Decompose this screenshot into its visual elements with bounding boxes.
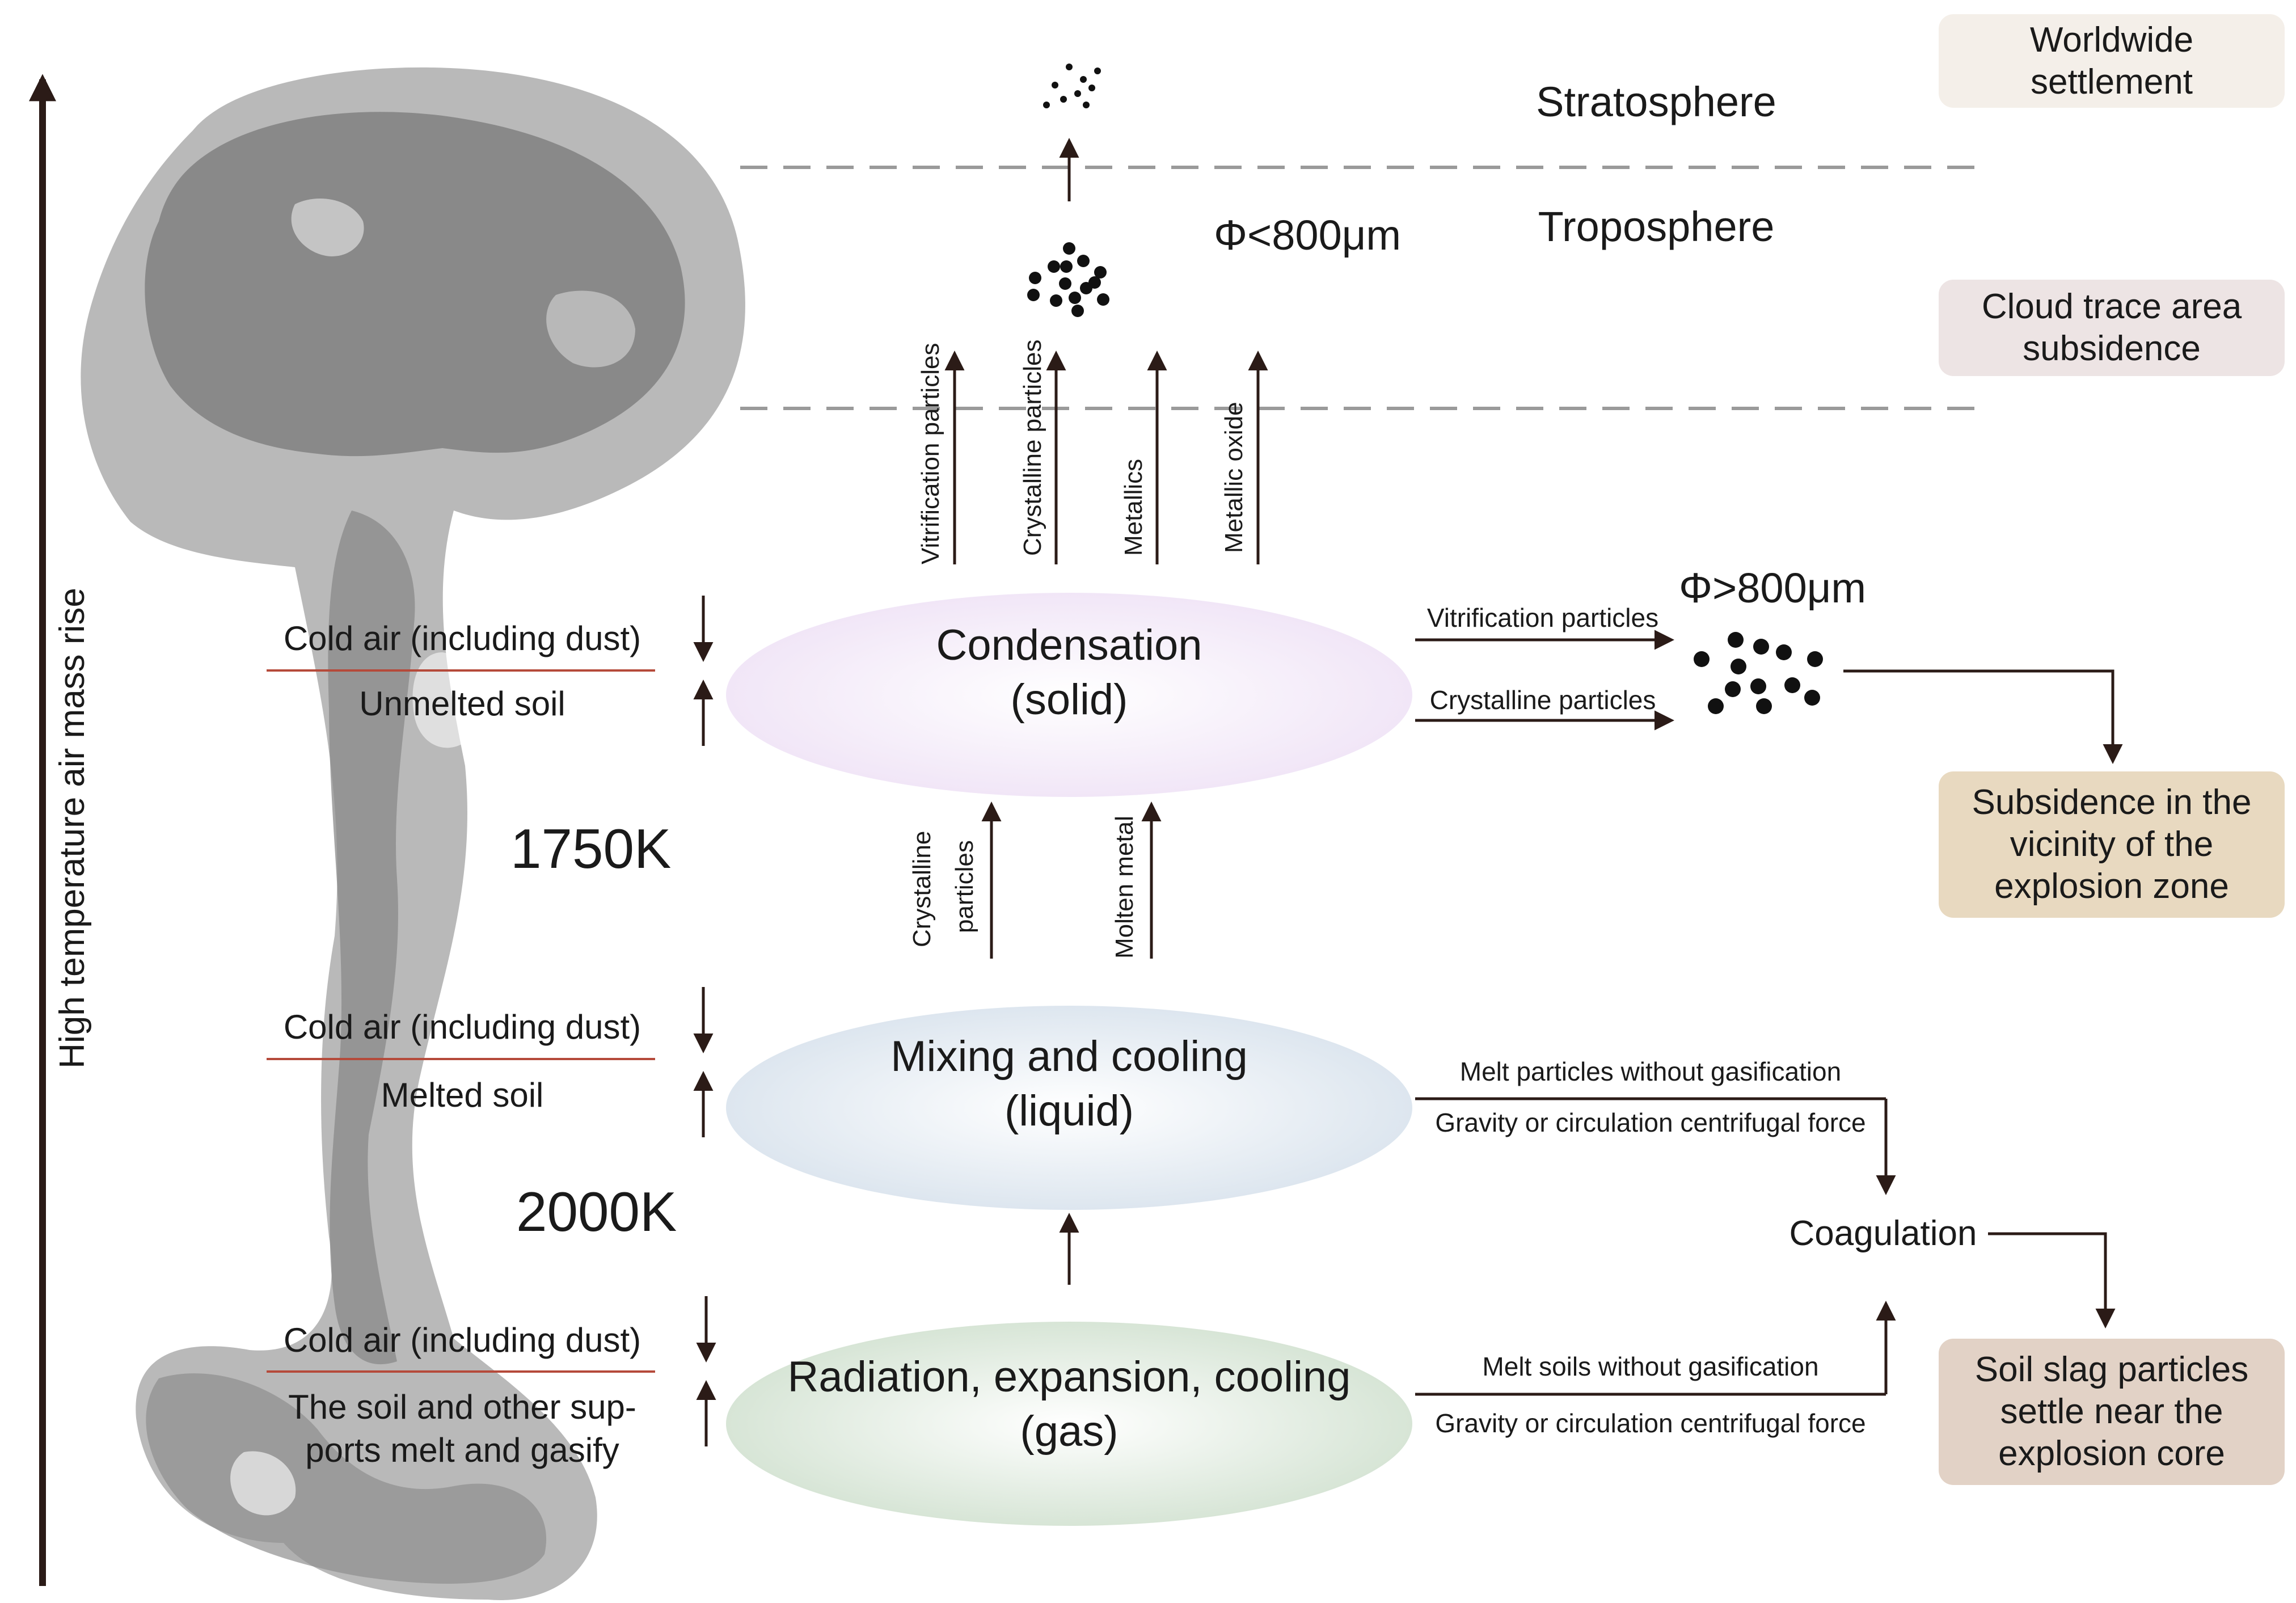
condensation-line2: (solid) <box>1010 676 1128 724</box>
vicinity-line3: explosion zone <box>1994 867 2229 906</box>
connector-to-core-box <box>1988 1232 2116 1328</box>
label-crystalline-right: Crystalline particles <box>1430 685 1656 715</box>
stratosphere-particles <box>1043 64 1101 108</box>
cloud-trace-box: Cloud trace area subsidence <box>1939 280 2285 376</box>
cold-air-label-middle: Cold air (including dust) <box>283 1008 641 1046</box>
vicinity-line2: vicinity of the <box>2010 825 2214 864</box>
mixing-label: Mixing and cooling (liquid) <box>814 1030 1324 1138</box>
mixing-line1: Mixing and cooling <box>890 1032 1248 1081</box>
condensation-line1: Condensation <box>936 621 1202 669</box>
core-line1: Soil slag particles <box>1974 1350 2249 1389</box>
label-metallic-oxide-up: Metallic oxide <box>1220 402 1248 553</box>
temperature-1750k: 1750K <box>510 817 671 880</box>
gasify-soil-label: The soil and other sup- ports melt and g… <box>244 1386 681 1472</box>
label-gravity-lower: Gravity or circulation centrifugal force <box>1435 1408 1865 1438</box>
connector-to-vicinity-box <box>1843 669 2123 764</box>
melted-soil-label: Melted soil <box>381 1076 544 1114</box>
radiation-stage-ellipse <box>726 1322 1412 1526</box>
radiation-line1: Radiation, expansion, cooling <box>787 1353 1351 1401</box>
small-particle-size: Φ<800μm <box>1214 212 1401 259</box>
worldwide-settlement-box: Worldwide settlement <box>1939 14 2285 108</box>
troposphere-particles <box>1027 242 1109 317</box>
label-vitrification-right: Vitrification particles <box>1427 603 1658 632</box>
vicinity-subsidence-box: Subsidence in the vicinity of the explos… <box>1939 771 2285 918</box>
gasify-line2: ports melt and gasify <box>305 1431 619 1469</box>
label-crystalline-up: Crystalline particles <box>1019 340 1046 556</box>
core-line3: explosion core <box>1998 1434 2225 1473</box>
core-settlement-box: Soil slag particles settle near the expl… <box>1939 1339 2285 1485</box>
core-line2: settle near the <box>2000 1392 2223 1431</box>
label-metallics-up: Metallics <box>1120 459 1147 556</box>
label-vitrification-up: Vitrification particles <box>917 343 944 564</box>
cold-air-label-upper: Cold air (including dust) <box>283 619 641 657</box>
troposphere-label: Troposphere <box>1538 203 1775 250</box>
label-melt-particles: Melt particles without gasification <box>1460 1057 1841 1086</box>
condensation-stage-ellipse <box>726 593 1412 797</box>
label-gravity-upper: Gravity or circulation centrifugal force <box>1435 1108 1865 1137</box>
large-particles <box>1694 632 1823 714</box>
coagulation-label: Coagulation <box>1789 1214 1977 1253</box>
worldwide-line2: settlement <box>2030 62 2193 102</box>
cloud-trace-line1: Cloud trace area <box>1981 287 2242 326</box>
mushroom-cloud-illustration <box>81 67 745 1600</box>
radiation-line2: (gas) <box>1020 1407 1119 1456</box>
cloud-trace-line2: subsidence <box>2023 329 2201 368</box>
large-particle-size: Φ>800μm <box>1679 564 1866 611</box>
mixing-stage-ellipse <box>726 1006 1412 1210</box>
label-molten-metal: Molten metal <box>1111 816 1138 959</box>
radiation-label: Radiation, expansion, cooling (gas) <box>757 1350 1381 1459</box>
worldwide-line1: Worldwide <box>2029 20 2194 60</box>
condensation-label: Condensation (solid) <box>814 618 1324 727</box>
gasify-line1: The soil and other sup- <box>288 1388 636 1426</box>
label-crystalline-middle-line1: Crystalline <box>908 831 936 947</box>
stratosphere-label: Stratosphere <box>1536 78 1776 125</box>
vicinity-line1: Subsidence in the <box>1972 783 2252 822</box>
cold-air-label-lower: Cold air (including dust) <box>283 1321 641 1359</box>
axis-label: High temperature air mass rise <box>53 588 92 1069</box>
label-melt-soils: Melt soils without gasification <box>1482 1352 1818 1381</box>
temperature-2000k: 2000K <box>516 1180 677 1243</box>
label-crystalline-middle-line2: particles <box>951 840 978 933</box>
mixing-line2: (liquid) <box>1004 1087 1134 1135</box>
unmelted-soil-label: Unmelted soil <box>359 685 565 723</box>
